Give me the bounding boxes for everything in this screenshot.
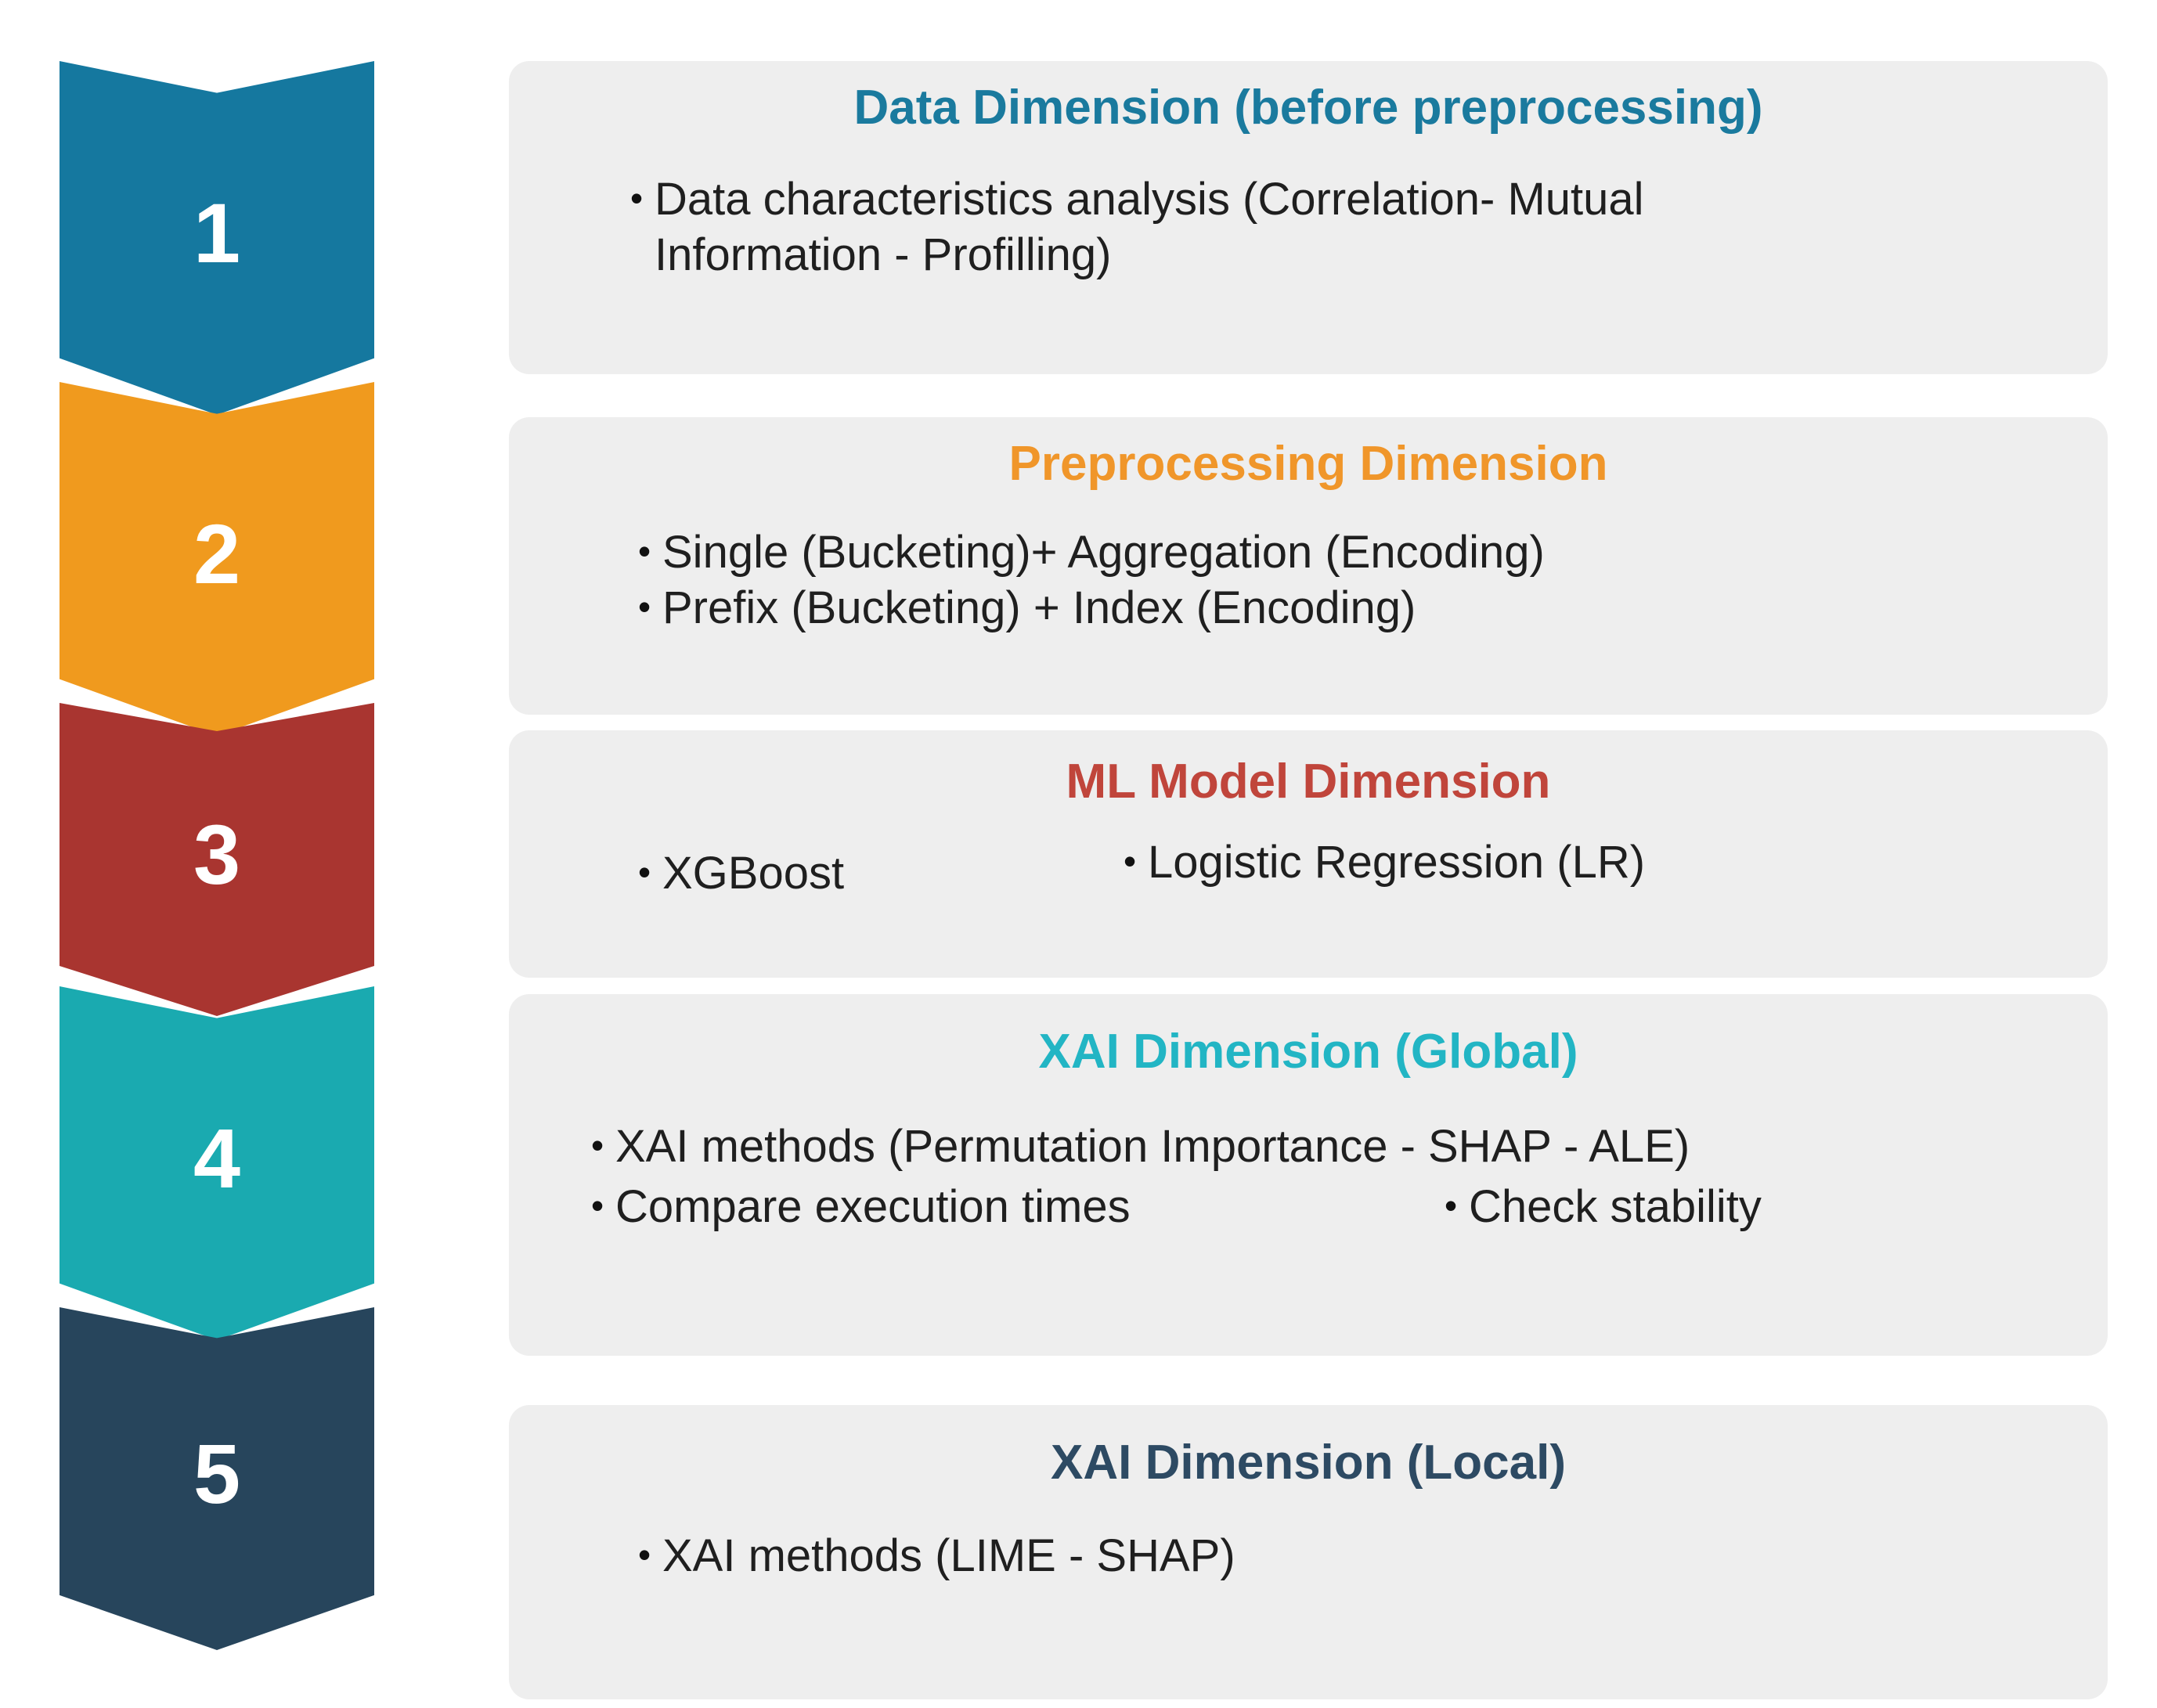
panel-title-ml-model: ML Model Dimension [1066, 755, 1551, 809]
dimension-panel-data: Data Dimension (before preprocessing) • … [509, 61, 2108, 374]
step-number-1: 1 [193, 186, 241, 280]
bullet-dot-icon: • [1444, 1184, 1458, 1226]
step-chevron-1[interactable]: 1 [60, 61, 374, 415]
bullet-text: Compare execution times [615, 1180, 1131, 1232]
step-chevron-column: 1 2 3 4 5 [60, 61, 374, 1650]
bullet-text: XGBoost [662, 848, 845, 899]
list-item: • XAI methods (Permutation Importance - … [579, 1119, 2108, 1175]
list-item: • Prefix (Bucketing) + Index (Encoding) [626, 581, 2108, 636]
bullet-text: Single (Bucketing)+ Aggregation (Encodin… [662, 527, 1545, 578]
list-item: • Check stability [1433, 1180, 1762, 1235]
step-chevron-3[interactable]: 3 [60, 703, 374, 1016]
dimension-panel-ml-model: ML Model Dimension • XGBoost • Logistic … [509, 730, 2108, 978]
bullet-dot-icon: • [637, 1534, 651, 1576]
bullet-dot-icon: • [590, 1184, 604, 1226]
bullet-dot-icon: • [637, 531, 651, 572]
panel-title-preprocessing: Preprocessing Dimension [1008, 437, 1608, 491]
panel-bullet-list-ml-model: • XGBoost • Logistic Regression (LR) [509, 837, 2108, 902]
panel-bullet-list-data: • Data characteristics analysis (Correla… [509, 172, 2108, 283]
step-chevron-5[interactable]: 5 [60, 1307, 374, 1650]
bullet-text: Data characteristics analysis (Correlati… [655, 174, 1644, 280]
dimension-panel-preprocessing: Preprocessing Dimension • Single (Bucket… [509, 417, 2108, 715]
dimension-panel-xai-global: XAI Dimension (Global) • XAI methods (Pe… [509, 994, 2108, 1356]
bullet-dot-icon: • [1123, 841, 1137, 882]
panel-bullet-list-xai-local: • XAI methods (LIME - SHAP) [509, 1529, 2108, 1584]
bullet-text: Check stability [1469, 1180, 1762, 1232]
panel-bullet-list-preprocessing: • Single (Bucketing)+ Aggregation (Encod… [509, 525, 2108, 636]
list-item: • XGBoost [626, 846, 1112, 902]
step-number-2: 2 [193, 506, 241, 601]
bullet-dot-icon: • [590, 1125, 604, 1166]
panel-bullet-row-xai-global: • Compare execution times • Check stabil… [509, 1180, 2108, 1235]
list-item: • Logistic Regression (LR) [1112, 835, 1645, 891]
panel-title-data: Data Dimension (before preprocessing) [853, 81, 1763, 135]
list-item: • Single (Bucketing)+ Aggregation (Encod… [626, 525, 2108, 581]
step-number-4: 4 [193, 1111, 241, 1205]
bullet-text: XAI methods (LIME - SHAP) [662, 1530, 1235, 1582]
bullet-dot-icon: • [637, 852, 651, 893]
bullet-dot-icon: • [629, 178, 644, 219]
list-item: • Data characteristics analysis (Correla… [619, 172, 1967, 283]
list-item: • Compare execution times [579, 1180, 1433, 1235]
bullet-dot-icon: • [637, 586, 651, 627]
step-chevron-2[interactable]: 2 [60, 382, 374, 736]
bullet-text: XAI methods (Permutation Importance - SH… [615, 1121, 1690, 1173]
dimension-panel-xai-local: XAI Dimension (Local) • XAI methods (LIM… [509, 1405, 2108, 1699]
panel-title-xai-global: XAI Dimension (Global) [1038, 1025, 1578, 1079]
bullet-text: Prefix (Bucketing) + Index (Encoding) [662, 582, 1416, 633]
panel-title-xai-local: XAI Dimension (Local) [1051, 1436, 1566, 1490]
step-chevron-4[interactable]: 4 [60, 986, 374, 1340]
bullet-text: Logistic Regression (LR) [1148, 837, 1646, 888]
panel-bullet-list-xai-global: • XAI methods (Permutation Importance - … [509, 1119, 2108, 1175]
step-number-3: 3 [193, 807, 241, 902]
step-number-5: 5 [193, 1426, 241, 1521]
list-item: • XAI methods (LIME - SHAP) [626, 1529, 2108, 1584]
